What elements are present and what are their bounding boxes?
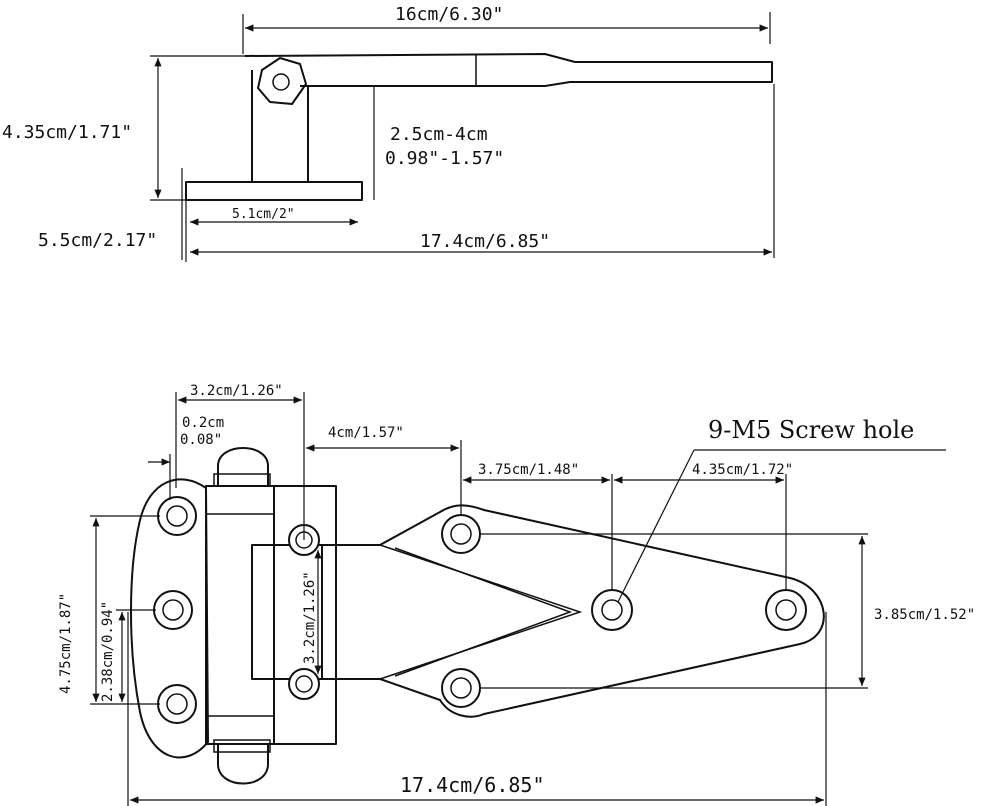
side-nut (257, 57, 307, 105)
screw-hole (157, 496, 197, 536)
screw-holes (153, 496, 807, 724)
side-view: 16cm/6.30" 4.35cm/1.71" 2.5cm-4cm 0.98"-… (2, 4, 775, 262)
top-view-part (130, 447, 825, 785)
label-top-gap-cm: 0.2cm (182, 415, 224, 431)
label-side-height: 4.35cm/1.71" (2, 122, 132, 143)
dim-top-leaf-offset: 4cm/1.57" (306, 425, 462, 514)
label-top-triangle-height: 3.85cm/1.52" (874, 607, 975, 623)
dim-top-height-outer: 4.75cm/1.87" (58, 515, 160, 705)
screw-hole (591, 589, 633, 631)
callout-screw-hole: 9-M5 Screw hole (617, 416, 946, 603)
dim-top-hole-spacing-2: 4.35cm/1.72" (614, 462, 793, 590)
dim-side-height: 4.35cm/1.71" (2, 55, 245, 201)
label-side-overall-top: 16cm/6.30" (395, 4, 503, 25)
dim-top-triangle-height: 3.85cm/1.52" (480, 533, 975, 689)
label-side-base-left: 5.5cm/2.17" (38, 230, 157, 251)
label-top-gap-in: 0.08" (180, 432, 222, 448)
screw-hole (441, 514, 481, 554)
screw-hole (288, 668, 320, 700)
label-top-hole-spacing-1: 3.75cm/1.48" (478, 462, 579, 478)
label-top-hole-spacing-2: 4.35cm/1.72" (692, 462, 793, 478)
screw-hole (441, 668, 481, 708)
dim-side-overall-top: 16cm/6.30" (242, 4, 771, 54)
label-side-offset-in: 0.98"-1.57" (385, 148, 504, 169)
dim-top-block-height: 3.2cm/1.26" (302, 550, 322, 674)
dim-top-gap: 0.2cm 0.08" (148, 415, 224, 500)
screw-hole (157, 684, 197, 724)
screw-hole (153, 590, 193, 630)
label-top-block-height: 3.2cm/1.26" (302, 571, 318, 664)
dim-top-hole-spacing-1: 3.75cm/1.48" (463, 462, 613, 590)
label-top-height-outer: 4.75cm/1.87" (58, 593, 74, 694)
dim-side-base-left: 5.5cm/2.17" (38, 168, 183, 260)
dim-side-base-width: 5.1cm/2" (190, 207, 358, 226)
side-view-part (185, 53, 773, 201)
top-view: 3.2cm/1.26" 0.2cm 0.08" 4cm/1.57" 3.75cm… (58, 383, 975, 806)
label-top-pivot-width: 3.2cm/1.26" (190, 383, 283, 399)
label-callout-screw-hole: 9-M5 Screw hole (708, 416, 914, 444)
label-top-overall-bottom: 17.4cm/6.85" (400, 773, 545, 797)
dim-side-overall-bottom: 17.4cm/6.85" (185, 84, 775, 262)
dim-side-offset: 2.5cm-4cm 0.98"-1.57" (373, 86, 504, 200)
label-top-height-inner: 2.38cm/0.94" (100, 601, 116, 702)
label-side-overall-bottom: 17.4cm/6.85" (420, 231, 550, 252)
label-side-offset-cm: 2.5cm-4cm (390, 124, 488, 145)
dim-top-pivot-width: 3.2cm/1.26" (175, 383, 305, 540)
dim-top-height-inner: 2.38cm/0.94" (100, 601, 156, 702)
label-side-base-width: 5.1cm/2" (232, 207, 295, 222)
dim-top-overall-bottom: 17.4cm/6.85" (127, 612, 827, 806)
screw-hole (765, 589, 807, 631)
label-top-leaf-offset: 4cm/1.57" (328, 425, 404, 441)
